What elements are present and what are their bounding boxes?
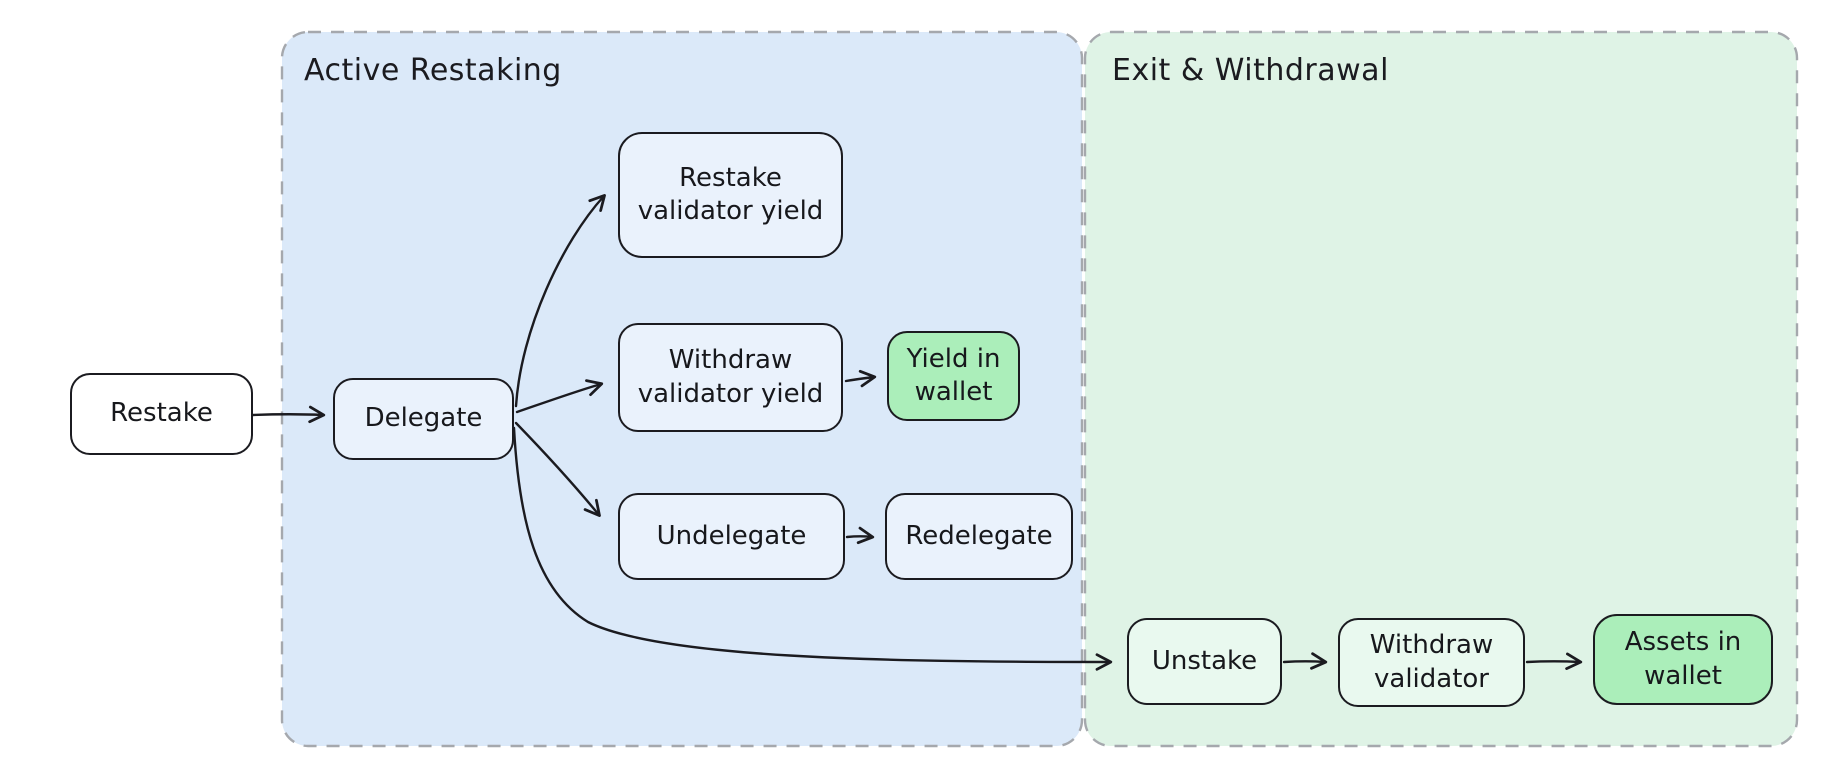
group-exit-withdrawal-label: Exit & Withdrawal: [1112, 53, 1389, 88]
node-assets-in-wallet: Assets in wallet: [1593, 614, 1773, 705]
group-active-restaking-label: Active Restaking: [304, 53, 562, 88]
node-redelegate: Redelegate: [885, 493, 1073, 580]
node-unstake: Unstake: [1127, 618, 1282, 705]
edge-delegate-to-restake-validator-yield: [514, 194, 606, 408]
node-delegate: Delegate: [333, 378, 514, 460]
node-withdraw-validator: Withdraw validator: [1338, 618, 1525, 707]
edge-restake-to-delegate: [251, 405, 326, 424]
edge-undelegate-to-redelegate: [845, 526, 875, 545]
node-yield-in-wallet: Yield in wallet: [887, 331, 1020, 421]
edge-unstake-to-withdraw-validator: [1282, 652, 1328, 670]
edge-withdraw-validator-yield-to-yield-in-wallet: [844, 369, 877, 388]
node-restake: Restake: [70, 373, 253, 455]
edge-delegate-to-undelegate: [514, 421, 601, 518]
node-withdraw-validator-yield: Withdraw validator yield: [618, 323, 843, 432]
edge-withdraw-validator-to-assets-in-wallet: [1525, 652, 1583, 670]
group-exit-withdrawal: [1083, 30, 1799, 748]
node-undelegate: Undelegate: [618, 493, 845, 580]
edge-delegate-to-unstake: [512, 426, 1113, 671]
edge-delegate-to-withdraw-validator-yield: [515, 379, 604, 414]
node-restake-validator-yield: Restake validator yield: [618, 132, 843, 258]
